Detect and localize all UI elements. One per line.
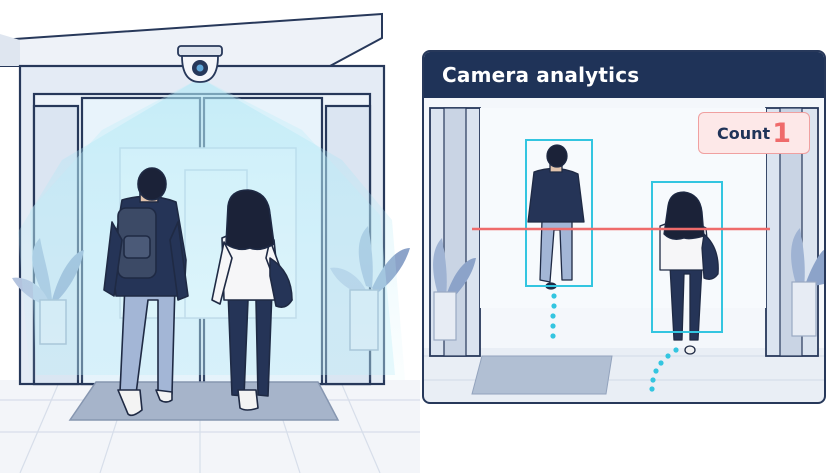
count-value: 1 [772, 118, 791, 149]
camera-view-cone [18, 78, 405, 380]
count-badge: Count 1 [698, 112, 810, 154]
doormat [68, 381, 340, 421]
ceiling [0, 12, 383, 67]
person-man-backpack [103, 167, 189, 417]
detection-box-person-1[interactable] [525, 139, 593, 287]
dome-camera-icon [177, 45, 223, 83]
camera-view-cone-core [30, 78, 395, 375]
count-label: Count [717, 124, 771, 143]
detection-box-person-2[interactable] [651, 181, 723, 333]
camera-analytics-panel: Camera analytics Count 1 [422, 50, 826, 404]
panel-header: Camera analytics [424, 52, 824, 98]
panel-title: Camera analytics [442, 63, 640, 87]
person-woman-bag [211, 189, 293, 411]
